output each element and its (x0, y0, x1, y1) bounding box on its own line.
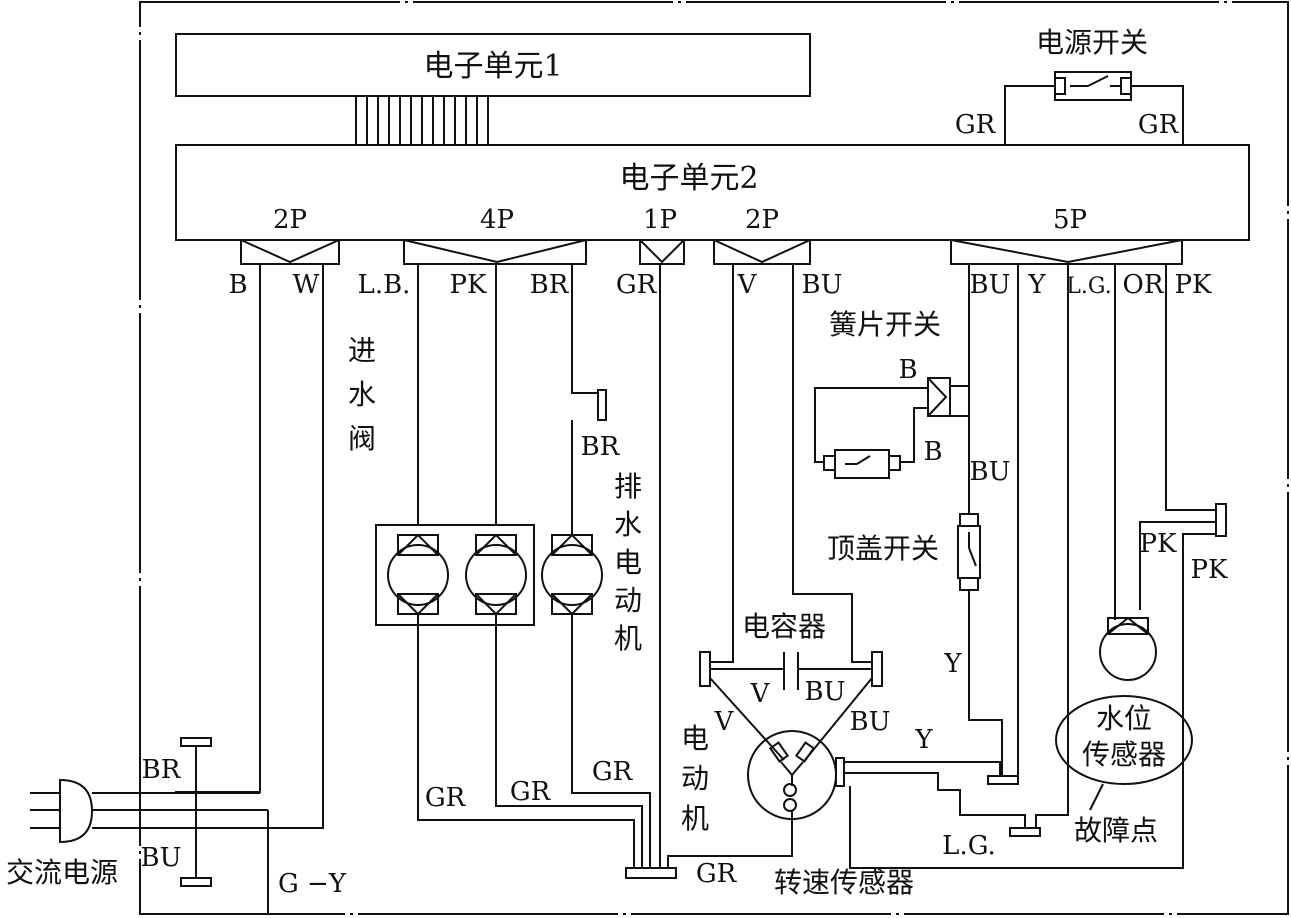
ac-power-label: 交流电源 (6, 856, 118, 889)
svg-text:水: 水 (348, 378, 376, 411)
chassis-frame (139, 1, 1289, 915)
connector-label-4p: 4P (480, 205, 514, 235)
wire-label-pk-2: PK (1175, 270, 1212, 300)
wire-label-br-1: BR (530, 270, 570, 300)
svg-text:阀: 阀 (348, 422, 376, 455)
reed-switch-label: 簧片开关 (829, 308, 941, 341)
wire-label-lb: L.B. (358, 270, 411, 300)
svg-text:机: 机 (681, 802, 709, 835)
lid-switch-label: 顶盖开关 (827, 532, 939, 565)
svg-text:电: 电 (681, 722, 709, 755)
motor-label: 电 动 机 (681, 722, 709, 835)
fault-pointer (1089, 783, 1104, 811)
wire-label-gy: G −Y (278, 869, 347, 899)
connector-label-1p: 1P (643, 205, 677, 235)
wire-label-pk-1: PK (450, 270, 487, 300)
wire-label-gr-3: GR (510, 777, 552, 807)
lid-switch (957, 264, 1003, 776)
wire-label-bu-2: BU (969, 270, 1010, 300)
connector-label-2p-a: 2P (273, 205, 307, 235)
ground-return-wires (417, 264, 793, 879)
wire-label-pk-3: PK (1140, 529, 1177, 559)
wire-label-gr-2: GR (425, 783, 467, 813)
wire-label-lg-1: L.G. (1066, 274, 1111, 299)
wire-label-y-2: Y (914, 725, 933, 755)
fault-ellipse (1055, 695, 1193, 785)
wire-label-gr-5: GR (696, 859, 738, 889)
ribbon-cable (355, 96, 489, 145)
svg-text:动: 动 (681, 762, 709, 795)
svg-text:动: 动 (614, 584, 642, 617)
terminal-block (175, 737, 323, 914)
power-switch-label: 电源开关 (1036, 26, 1148, 59)
motor-block-wires (417, 264, 607, 535)
drain-motor-label: 排 水 电 动 机 (614, 470, 642, 655)
water-level-sensor-label-2: 传感器 (1082, 738, 1166, 771)
wire-label-br-3: BR (142, 755, 182, 785)
wire-label-or: OR (1123, 270, 1165, 300)
wire-label-v-2: V (750, 679, 771, 709)
wire-label-gr-ps-r: GR (1138, 110, 1180, 140)
capacitor-label: 电容器 (742, 610, 826, 643)
svg-text:水: 水 (614, 508, 642, 541)
svg-text:机: 机 (614, 622, 642, 655)
svg-text:进: 进 (348, 334, 376, 367)
wire-label-lg-2: L.G. (942, 831, 996, 861)
electronic-unit-1 (175, 33, 811, 97)
wire-label-gr-1: GR (616, 270, 658, 300)
wire-label-pk-4: PK (1191, 555, 1228, 585)
wire-label-b-reed-1: B (898, 355, 917, 385)
inlet-valve-wires (175, 264, 324, 829)
svg-text:排: 排 (614, 470, 642, 503)
wire-label-v-3: V (714, 707, 735, 737)
electronic-unit-1-label: 电子单元1 (423, 49, 562, 84)
connector-label-2p-b: 2P (745, 205, 779, 235)
svg-text:电: 电 (614, 546, 642, 579)
connector-label-5p: 5P (1053, 205, 1087, 235)
water-level-sensor-label-1: 水位 (1096, 702, 1152, 735)
wire-label-bu-4: BU (849, 707, 890, 737)
connector-housings (240, 239, 1183, 265)
wire-label-bu-5: BU (969, 457, 1010, 487)
ac-power-plug (30, 778, 268, 844)
capacitor-circuit (699, 264, 883, 761)
drain-motor (541, 533, 603, 616)
power-switch (1004, 71, 1184, 145)
electronic-unit-2 (175, 144, 1250, 241)
wire-label-bu-6: BU (140, 843, 181, 873)
wire-label-b-reed-2: B (923, 437, 942, 467)
inlet-valve-block (375, 524, 535, 626)
wire-label-y-3: Y (943, 649, 962, 679)
wire-label-w: W (293, 270, 320, 300)
wire-label-y-1: Y (1027, 270, 1046, 300)
wire-label-b: B (228, 270, 247, 300)
electronic-unit-2-label: 电子单元2 (619, 161, 758, 196)
inlet-valve-label: 进 水 阀 (348, 334, 376, 455)
wire-label-gr-4: GR (592, 757, 634, 787)
wire-label-bu-1: BU (801, 270, 842, 300)
reed-switch (814, 377, 969, 479)
main-motor (747, 730, 845, 820)
wire-label-v-1: V (737, 270, 758, 300)
wire-label-bu-3: BU (804, 677, 845, 707)
fault-point-label: 故障点 (1074, 814, 1158, 847)
water-level-sensor (849, 264, 1227, 869)
speed-sensor-label: 转速传感器 (774, 866, 914, 899)
wire-label-br-2: BR (581, 432, 621, 462)
wire-label-gr-ps-l: GR (955, 110, 997, 140)
